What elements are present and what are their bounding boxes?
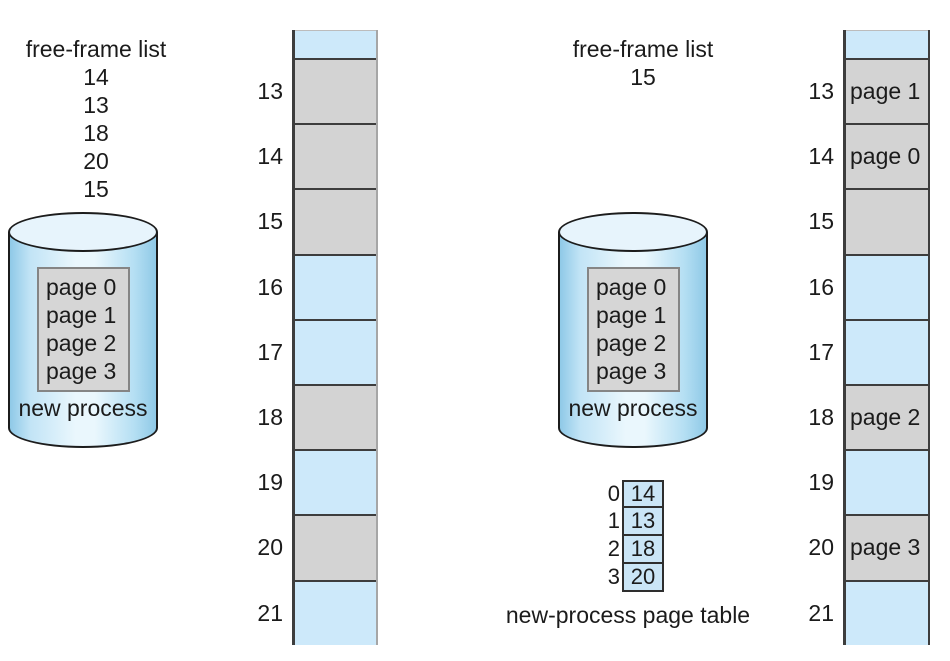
memory-frame-row: 14 page 0 bbox=[808, 123, 928, 189]
frame-number-label: 21 bbox=[808, 599, 834, 626]
frame-number-label: 13 bbox=[257, 78, 283, 105]
page-table-row: 2 18 bbox=[608, 536, 664, 564]
memory-frame-row: 20 bbox=[257, 514, 376, 580]
page-table-row: 3 20 bbox=[608, 564, 664, 592]
memory-column-after: 13 page 1 14 page 0 15 16 17 18 page 2 19 20 page 3… bbox=[808, 30, 930, 645]
process-page-label: page 0 bbox=[596, 274, 667, 300]
free-frame-number: 15 bbox=[630, 64, 656, 90]
process-page-label: page 1 bbox=[46, 302, 117, 328]
frame-number-label: 16 bbox=[257, 273, 283, 300]
free-frame-list-title: free-frame list bbox=[572, 36, 714, 62]
memory-frame-row: 18 page 2 bbox=[808, 383, 928, 450]
process-page-label: page 2 bbox=[596, 330, 667, 356]
memory-frame-row: 19 bbox=[257, 449, 376, 515]
page-table-row: 0 14 bbox=[608, 480, 664, 508]
memory-frame-row: 15 bbox=[257, 188, 376, 254]
free-frame-list-title: free-frame list bbox=[25, 36, 167, 62]
memory-column-before: 13 14 15 16 17 18 19 20 21 bbox=[257, 30, 378, 645]
process-page-label: page 3 bbox=[46, 358, 117, 384]
memory-frame-row: 16 bbox=[257, 253, 376, 319]
frame-number-label: 13 bbox=[808, 78, 834, 105]
cylinder-top bbox=[8, 212, 158, 252]
memory-frame-row: 15 bbox=[808, 188, 928, 254]
memory-frame-row: 21 bbox=[257, 579, 376, 645]
cylinder-top bbox=[558, 212, 708, 252]
frame-page-content: page 2 bbox=[850, 404, 921, 431]
frame-number-label: 17 bbox=[257, 338, 283, 365]
frame-number-label: 16 bbox=[808, 273, 834, 300]
page-table-index: 0 bbox=[607, 481, 620, 506]
frame-number-label: 20 bbox=[808, 534, 834, 561]
memory-frame-row: 16 bbox=[808, 253, 928, 319]
process-page-label: page 2 bbox=[46, 330, 117, 356]
page-table-frame-value: 20 bbox=[630, 564, 656, 589]
free-frame-number: 15 bbox=[83, 176, 109, 202]
page-table-frame-value: 18 bbox=[630, 536, 656, 561]
frame-number-label: 17 bbox=[808, 338, 834, 365]
frame-number-label: 19 bbox=[257, 469, 283, 496]
frame-number-label: 18 bbox=[257, 404, 283, 431]
page-table-frame-value: 13 bbox=[630, 508, 656, 533]
frame-page-content: page 1 bbox=[850, 78, 921, 105]
frame-number-label: 15 bbox=[257, 208, 283, 235]
frame-number-label: 18 bbox=[808, 404, 834, 431]
memory-frame-row: 21 bbox=[808, 579, 928, 645]
memory-frame-row: 19 bbox=[808, 449, 928, 515]
new-process-label: new process bbox=[18, 395, 148, 421]
memory-frame-row: 20 page 3 bbox=[808, 514, 928, 580]
free-frame-number: 18 bbox=[83, 120, 109, 146]
page-table-row: 1 13 bbox=[608, 508, 664, 536]
page-table-frame-value: 14 bbox=[630, 481, 656, 506]
memory-frame-row: 13 page 1 bbox=[808, 58, 928, 124]
memory-frame-row: 13 bbox=[257, 58, 376, 124]
frame-page-content: page 0 bbox=[850, 143, 921, 170]
frame-number-label: 21 bbox=[257, 599, 283, 626]
process-page-label: page 0 bbox=[46, 274, 117, 300]
memory-frame-row: 18 bbox=[257, 383, 376, 450]
page-table-index: 2 bbox=[607, 536, 620, 561]
frame-number-label: 14 bbox=[808, 143, 834, 170]
frame-number-label: 19 bbox=[808, 469, 834, 496]
page-table-index: 1 bbox=[607, 508, 620, 533]
new-process-label: new process bbox=[568, 395, 698, 421]
new-process-page-table: 0 14 1 13 2 18 3 20 bbox=[608, 480, 664, 592]
memory-frame-row: 17 bbox=[257, 318, 376, 384]
free-frame-number: 13 bbox=[83, 92, 109, 118]
page-table-index: 3 bbox=[607, 564, 620, 589]
page-table-caption: new-process page table bbox=[505, 602, 751, 628]
memory-frame-row bbox=[846, 30, 928, 58]
free-frame-number: 20 bbox=[83, 148, 109, 174]
memory-frame-row: 17 bbox=[808, 318, 928, 384]
memory-frame-row bbox=[295, 30, 376, 58]
frame-number-label: 20 bbox=[257, 534, 283, 561]
free-frame-list-after: free-frame list 15 bbox=[561, 36, 725, 91]
process-page-label: page 3 bbox=[596, 358, 667, 384]
memory-frame-row: 14 bbox=[257, 123, 376, 189]
frame-page-content: page 3 bbox=[850, 534, 921, 561]
frame-number-label: 15 bbox=[808, 208, 834, 235]
process-page-label: page 1 bbox=[596, 302, 667, 328]
free-frame-number: 14 bbox=[83, 64, 109, 90]
frame-number-label: 14 bbox=[257, 143, 283, 170]
